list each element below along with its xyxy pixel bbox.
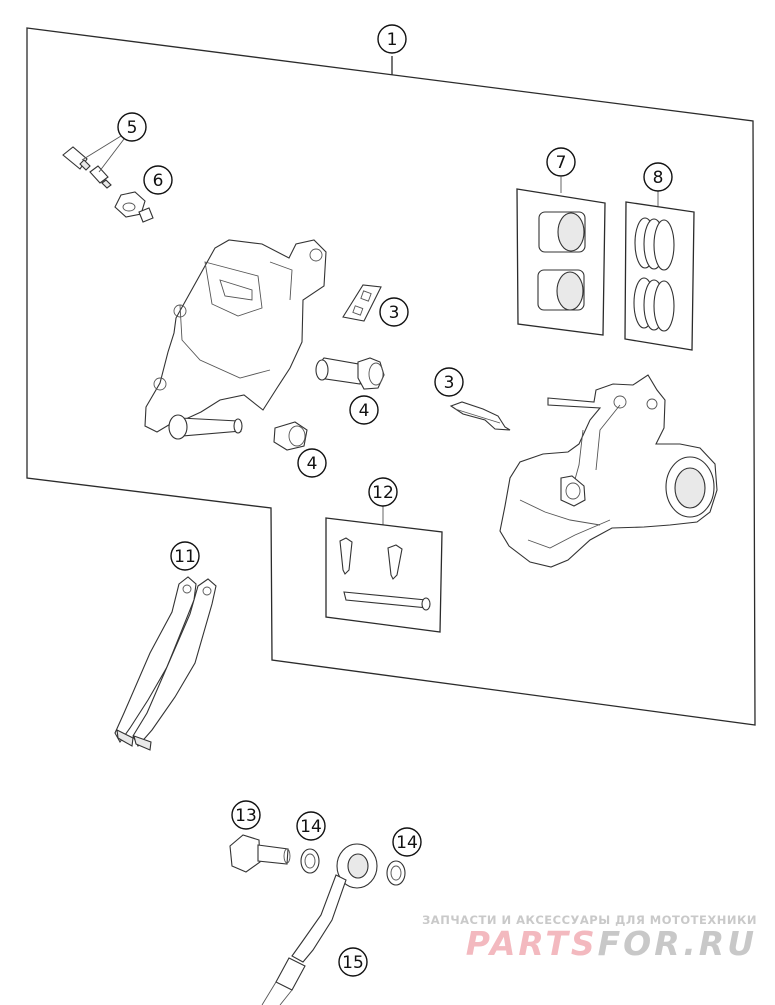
banjo-bolt-part: [229, 834, 291, 873]
assembly-outline: [26, 27, 756, 726]
caliper-bracket-part: [144, 239, 327, 440]
callout-5: 5: [117, 112, 147, 142]
svg-text:6: 6: [153, 171, 164, 191]
bleeder-cap-part: [114, 191, 154, 223]
caliper-body-part: [499, 374, 718, 568]
svg-text:11: 11: [174, 547, 196, 567]
pin-bolt-part: [315, 357, 385, 390]
svg-text:8: 8: [653, 168, 664, 188]
callout-8: 8: [643, 162, 673, 192]
watermark-brand-a: PARTS: [465, 924, 598, 963]
callout-4-bushing: 4: [297, 448, 327, 478]
callout-14-right: 14: [392, 827, 422, 857]
callout-14-left: 14: [296, 811, 326, 841]
callout-11: 11: [170, 541, 200, 571]
svg-text:1: 1: [387, 30, 398, 50]
brake-pads-part: [114, 576, 217, 751]
pad-spring-part: [342, 284, 382, 322]
piston-kit-part: [516, 177, 606, 336]
svg-text:12: 12: [372, 483, 394, 503]
callout-12: 12: [368, 477, 398, 507]
callout-1: 1: [377, 24, 407, 54]
svg-text:15: 15: [342, 953, 364, 973]
callout-15: 15: [338, 947, 368, 977]
svg-text:14: 14: [396, 833, 418, 853]
watermark-brand-b: FOR.RU: [597, 924, 757, 963]
seal-kit-part: [624, 191, 695, 351]
svg-text:3: 3: [389, 303, 400, 323]
svg-text:4: 4: [307, 454, 318, 474]
svg-text:3: 3: [444, 373, 455, 393]
watermark-tagline: ЗАПЧАСТИ И АКСЕССУАРЫ ДЛЯ МОТОТЕХНИКИ: [422, 913, 757, 927]
brake-line-part: [261, 843, 378, 1005]
callout-6: 6: [143, 165, 173, 195]
washer-part: [300, 848, 320, 874]
svg-text:4: 4: [359, 401, 370, 421]
washer-part-right: [386, 860, 406, 886]
svg-text:14: 14: [300, 817, 322, 837]
callout-4-bolt: 4: [349, 395, 379, 425]
callout-13: 13: [231, 800, 261, 830]
svg-text:7: 7: [556, 153, 567, 173]
bleeder-screw-part: [62, 135, 125, 189]
svg-text:13: 13: [235, 806, 257, 826]
pin-kit-part: [325, 506, 443, 633]
pad-spring-part-right: [449, 401, 511, 431]
callout-3-left: 3: [379, 297, 409, 327]
bushing-part: [273, 421, 308, 451]
callout-3-right: 3: [434, 367, 464, 397]
watermark-logo: PARTSFOR.RU: [466, 924, 757, 963]
svg-text:5: 5: [127, 118, 138, 138]
callout-7: 7: [546, 147, 576, 177]
